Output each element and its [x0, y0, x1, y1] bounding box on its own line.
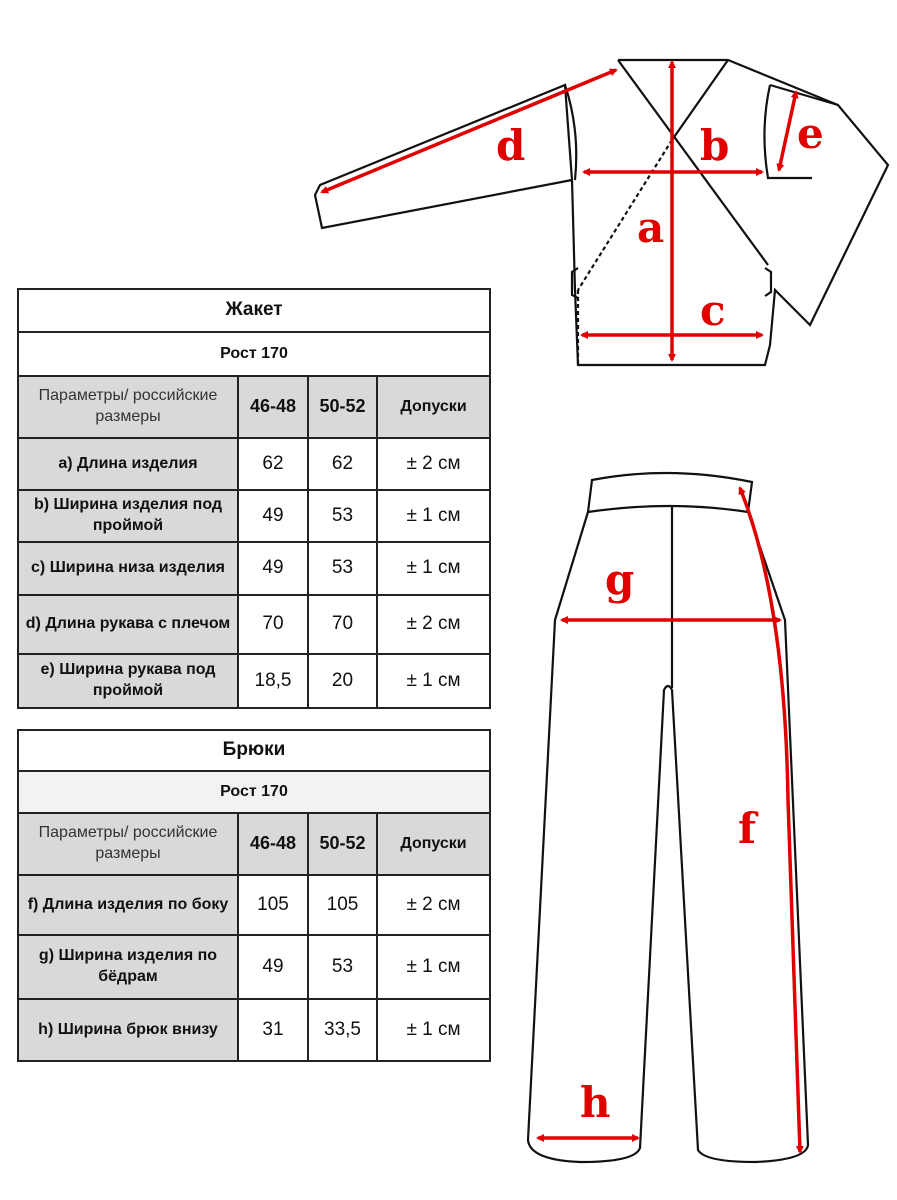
- pants-size-table: Брюки Рост 170 Параметры/ российские раз…: [17, 729, 491, 1062]
- value-cell: 20: [307, 653, 378, 709]
- tolerance-cell: ± 1 см: [375, 489, 492, 543]
- label-f: f: [738, 804, 759, 853]
- arrow-d: [320, 68, 618, 194]
- label-a: a: [637, 203, 664, 252]
- table-row: b) Ширина изделия под проймой 49 53 ± 1 …: [17, 489, 492, 543]
- param-cell: a) Длина изделия: [17, 437, 239, 491]
- jacket-drawing: [313, 58, 890, 367]
- value-cell: 70: [307, 594, 378, 655]
- value-cell: 49: [237, 541, 309, 596]
- param-cell: c) Ширина низа изделия: [17, 541, 239, 596]
- tolerance-cell: ± 1 см: [375, 653, 492, 709]
- jacket-size-table: Жакет Рост 170 Параметры/ российские раз…: [16, 288, 492, 709]
- table-row: h) Ширина брюк внизу 31 33,5 ± 1 см: [17, 998, 491, 1062]
- table-title: Жакет: [16, 288, 492, 333]
- param-cell: f) Длина изделия по боку: [17, 874, 239, 936]
- value-cell: 49: [237, 934, 309, 1000]
- measurement-arrows: [320, 60, 804, 1154]
- header-tolerance: Допуски: [376, 812, 491, 876]
- height-label: Рост 170: [16, 331, 492, 377]
- header-tolerance: Допуски: [375, 375, 492, 439]
- label-h: h: [580, 1078, 611, 1127]
- value-cell: 31: [237, 998, 309, 1062]
- header-params: Параметры/ российские размеры: [17, 812, 239, 876]
- table-row: d) Длина рукава с плечом 70 70 ± 2 см: [17, 594, 492, 655]
- value-cell: 33,5: [307, 998, 378, 1062]
- table-title: Брюки: [17, 729, 491, 772]
- label-d: d: [496, 121, 525, 170]
- tolerance-cell: ± 1 см: [376, 934, 491, 1000]
- label-g: g: [605, 555, 634, 604]
- table-row: a) Длина изделия 62 62 ± 2 см: [17, 437, 492, 491]
- arrow-f: [738, 486, 804, 1154]
- value-cell: 49: [237, 489, 309, 543]
- table-row: c) Ширина низа изделия 49 53 ± 1 см: [17, 541, 492, 596]
- label-c: c: [700, 286, 726, 335]
- table-row: g) Ширина изделия по бёдрам 49 53 ± 1 см: [17, 934, 491, 1000]
- header-size-46-48: 46-48: [237, 812, 309, 876]
- param-cell: e) Ширина рукава под проймой: [17, 653, 239, 709]
- header-size-46-48: 46-48: [237, 375, 309, 439]
- tolerance-cell: ± 2 см: [375, 437, 492, 491]
- height-label: Рост 170: [17, 770, 491, 814]
- label-e: e: [797, 109, 824, 158]
- header-size-50-52: 50-52: [307, 375, 378, 439]
- param-cell: h) Ширина брюк внизу: [17, 998, 239, 1062]
- label-b: b: [700, 121, 729, 170]
- arrow-e: [776, 90, 799, 172]
- value-cell: 70: [237, 594, 309, 655]
- value-cell: 53: [307, 934, 378, 1000]
- value-cell: 105: [307, 874, 378, 936]
- header-params: Параметры/ российские размеры: [17, 375, 239, 439]
- tolerance-cell: ± 2 см: [375, 594, 492, 655]
- tolerance-cell: ± 1 см: [375, 541, 492, 596]
- value-cell: 18,5: [237, 653, 309, 709]
- value-cell: 105: [237, 874, 309, 936]
- header-size-50-52: 50-52: [307, 812, 378, 876]
- param-cell: g) Ширина изделия по бёдрам: [17, 934, 239, 1000]
- table-row: f) Длина изделия по боку 105 105 ± 2 см: [17, 874, 491, 936]
- value-cell: 62: [237, 437, 309, 491]
- param-cell: d) Длина рукава с плечом: [17, 594, 239, 655]
- param-cell: b) Ширина изделия под проймой: [17, 489, 239, 543]
- value-cell: 62: [307, 437, 378, 491]
- tolerance-cell: ± 1 см: [376, 998, 491, 1062]
- tolerance-cell: ± 2 см: [376, 874, 491, 936]
- value-cell: 53: [307, 489, 378, 543]
- table-row: e) Ширина рукава под проймой 18,5 20 ± 1…: [17, 653, 492, 709]
- value-cell: 53: [307, 541, 378, 596]
